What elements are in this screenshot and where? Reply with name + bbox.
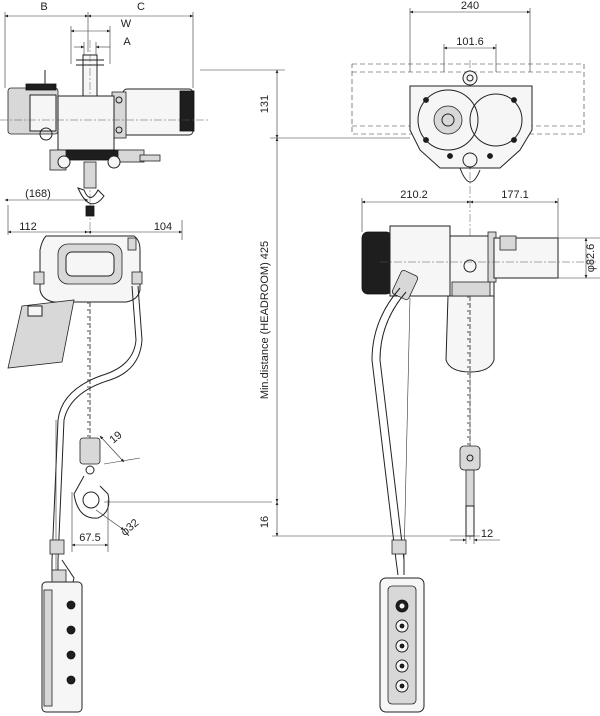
dim-131-label: 131: [259, 95, 271, 113]
front-view: B C W A: [0, 1, 272, 713]
dim-104-label: 104: [154, 221, 172, 233]
front-pendant: [41, 581, 83, 713]
dim-240: 240: [409, 0, 531, 72]
front-lower-hook: 19 φ32: [73, 429, 272, 539]
dim-177-1-label: 177.1: [501, 189, 529, 201]
dim-phi82-6-label: φ82.6: [585, 244, 597, 273]
dim-c-label: C: [137, 1, 145, 13]
side-pendant: [379, 577, 425, 713]
dim-67-5: 67.5: [71, 492, 109, 552]
dim-168-112-104: (168) 112 104: [4, 188, 183, 240]
dim-a-label: A: [123, 36, 131, 48]
front-pendant-cable: [49, 285, 143, 587]
dim-67-5-label: 67.5: [79, 532, 100, 544]
front-trolley: [7, 40, 195, 235]
dim-210-177: 210.2 177.1: [361, 189, 559, 240]
dim-112-label: 112: [19, 221, 37, 233]
dim-210-2-label: 210.2: [400, 189, 428, 201]
headroom-label: Min.distance (HEADROOM) 425: [259, 241, 271, 399]
dim-12-label: 12: [481, 528, 493, 540]
side-hoist-body: φ82.6: [361, 225, 600, 373]
dim-phi32-label: φ32: [119, 517, 142, 539]
dim-16-label: 16: [259, 516, 271, 528]
side-view: 240 101.6: [351, 0, 600, 713]
dim-101-6: 101.6: [443, 36, 497, 72]
dim-b-c: B C: [4, 1, 194, 88]
dim-168-label: (168): [25, 188, 51, 200]
dim-101-6-label: 101.6: [456, 36, 484, 48]
side-trolley: [409, 70, 533, 183]
dim-240-label: 240: [461, 0, 479, 12]
front-chain: [87, 302, 91, 438]
front-hoist-body: [7, 235, 143, 369]
side-lower-hook: 12: [450, 445, 500, 544]
dim-19-label: 19: [108, 429, 125, 446]
side-chain: [467, 296, 471, 446]
dim-b-label: B: [40, 1, 47, 13]
dim-w-label: W: [121, 18, 132, 30]
dim-w-a: W A: [70, 18, 132, 64]
headroom-dims: 131 Min.distance (HEADROOM) 425 16: [200, 69, 480, 537]
side-pendant-cable: [371, 270, 419, 576]
